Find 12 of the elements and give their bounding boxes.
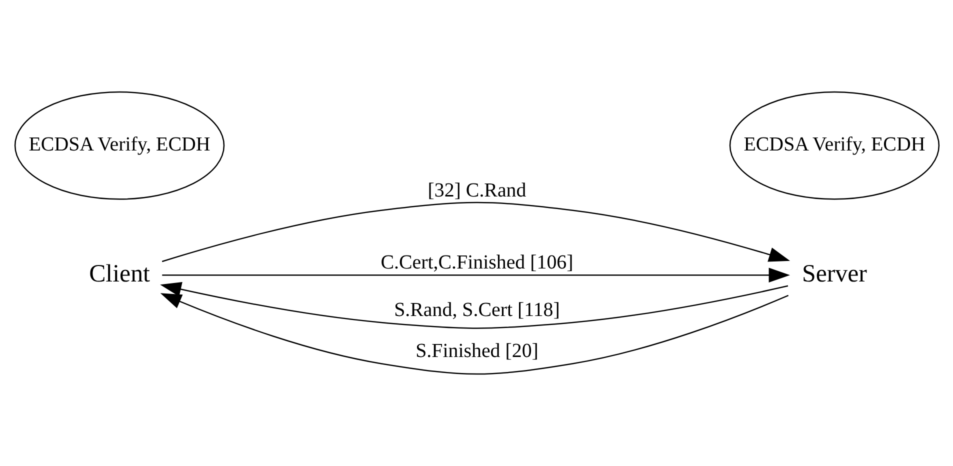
- arrow: [160, 293, 788, 375]
- node-ellipse: ECDSA Verify, ECDH: [728, 91, 940, 200]
- arrow: [160, 282, 788, 329]
- node-ellipse: ECDSA Verify, ECDH: [14, 91, 224, 200]
- node-text: Server: [801, 260, 866, 288]
- edge-label: S.Finished [20]: [415, 340, 538, 362]
- arrow: [162, 268, 790, 283]
- edge-label: S.Rand, S.Cert [118]: [394, 298, 560, 321]
- arrow: [161, 202, 790, 262]
- edge-label: C.Cert,C.Finished [106]: [380, 252, 573, 274]
- node-text: Client: [88, 260, 150, 288]
- edge-label: [32] C.Rand: [427, 179, 526, 202]
